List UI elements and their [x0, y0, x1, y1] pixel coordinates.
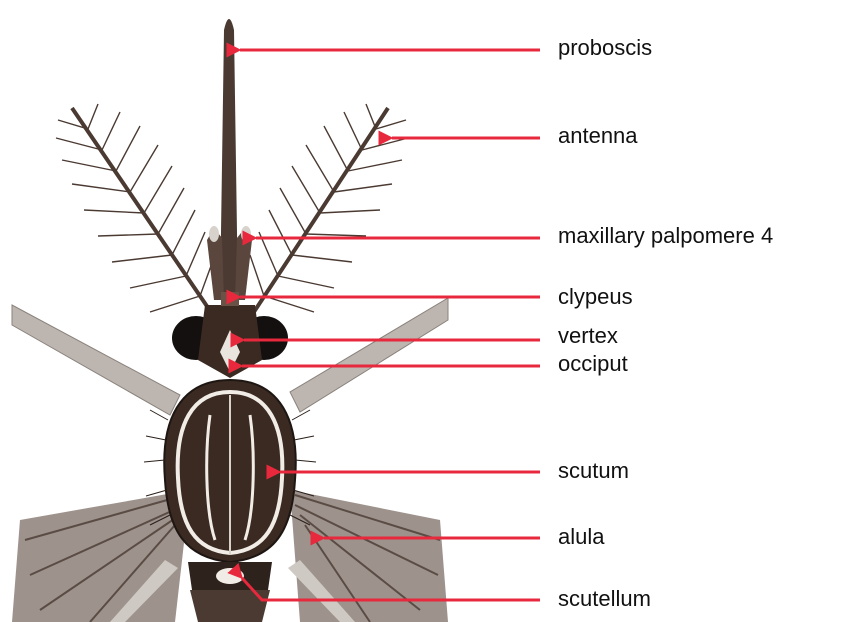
right-wing — [290, 490, 448, 622]
scutellum-spot — [216, 568, 244, 584]
label-scutellum: scutellum — [558, 588, 651, 610]
proboscis-shaft — [220, 19, 238, 300]
label-scutum: scutum — [558, 460, 629, 482]
proboscis-structure — [220, 19, 238, 300]
left-foreleg — [12, 305, 180, 415]
label-clypeus: clypeus — [558, 286, 633, 308]
label-alula: alula — [558, 526, 604, 548]
clypeus-area — [221, 292, 239, 306]
label-proboscis: proboscis — [558, 37, 652, 59]
label-occiput: occiput — [558, 353, 628, 375]
left-wing — [12, 490, 190, 622]
scutellum-region — [188, 562, 272, 622]
label-vertex: vertex — [558, 325, 618, 347]
label-maxillary-palpomere-4: maxillary palpomere 4 — [558, 225, 773, 247]
right-foreleg — [290, 298, 448, 412]
label-antenna: antenna — [558, 125, 638, 147]
right-palp-tip — [241, 226, 251, 242]
left-palp-tip — [209, 226, 219, 242]
